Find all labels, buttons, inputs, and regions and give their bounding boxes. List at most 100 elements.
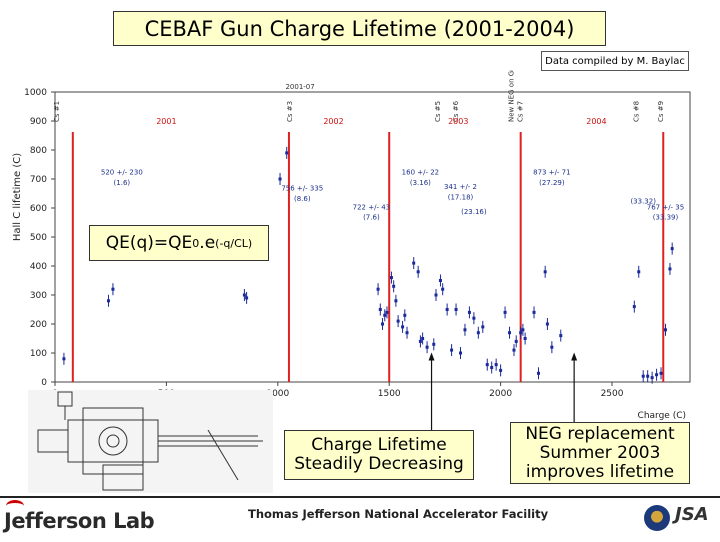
event-label: Cs #9: [657, 101, 665, 122]
data-point: [434, 293, 438, 297]
y-tick-label: 200: [30, 320, 47, 330]
fit-annotation: (17.18): [448, 193, 474, 201]
data-point: [536, 371, 540, 375]
data-point: [559, 334, 563, 338]
event-label: Cs #7: [516, 101, 524, 122]
y-tick-label: 600: [30, 204, 47, 214]
y-tick-label: 1000: [24, 88, 47, 98]
fit-annotation: 722 +/- 43: [353, 203, 390, 211]
data-point: [376, 287, 380, 291]
data-point: [401, 325, 405, 329]
x-tick-label: 1000: [266, 389, 289, 399]
data-point: [418, 339, 422, 343]
fit-annotation: 520 +/- 230: [101, 169, 143, 177]
data-point: [432, 342, 436, 346]
data-point: [106, 299, 110, 303]
callout-right-arrowhead: [571, 352, 578, 361]
year-label: 2003: [448, 117, 468, 126]
jlab-logo: Jefferson Lab: [4, 509, 155, 533]
callout-left-arrowhead: [428, 352, 435, 361]
data-point: [242, 293, 246, 297]
data-point: [476, 331, 480, 335]
data-point: [378, 308, 382, 311]
data-point: [438, 279, 442, 282]
fit-annotation: (23.16): [461, 208, 487, 216]
data-point: [637, 270, 641, 274]
data-point: [245, 296, 249, 300]
data-point: [532, 310, 536, 314]
data-point: [285, 151, 289, 155]
callout-right-line3: improves lifetime: [525, 461, 675, 482]
fit-annotation: 756 +/- 335: [281, 185, 323, 193]
y-tick-label: 700: [30, 175, 47, 185]
y-tick-label: 800: [30, 146, 47, 156]
data-point: [459, 351, 463, 355]
event-label: Cs #6: [452, 100, 460, 122]
data-point: [278, 177, 282, 181]
gun-drawing: [28, 390, 273, 493]
data-point: [523, 337, 527, 340]
event-label: Cs #1: [53, 101, 61, 122]
data-point: [543, 270, 547, 274]
data-point: [490, 366, 494, 369]
data-point: [519, 331, 523, 335]
data-point: [421, 337, 425, 340]
year-label: 2004: [586, 117, 606, 126]
data-point: [512, 348, 516, 352]
callout-neg-replacement: NEG replacement Summer 2003 improves lif…: [510, 422, 690, 484]
event-label: Cs #5: [434, 101, 442, 122]
y-axis-label: Hall C lifetime (C): [12, 153, 23, 241]
data-point: [445, 308, 449, 311]
data-point: [668, 267, 672, 271]
data-point: [467, 310, 471, 314]
data-point: [394, 299, 398, 303]
formula-main: QE(q)=QE: [105, 233, 193, 253]
data-point: [545, 322, 549, 326]
facility-name: Thomas Jefferson National Accelerator Fa…: [248, 507, 549, 521]
footer-bar: [0, 496, 720, 542]
formula-sup: (-q/CL): [215, 236, 253, 250]
page-title: CEBAF Gun Charge Lifetime (2001-2004): [113, 11, 606, 46]
data-point: [646, 374, 650, 378]
data-point: [403, 313, 407, 317]
data-point: [659, 371, 663, 375]
data-point: [494, 363, 498, 367]
data-point: [383, 313, 387, 317]
y-tick-label: 300: [30, 291, 47, 301]
data-point: [412, 261, 416, 265]
callout-charge-lifetime: Charge Lifetime Steadily Decreasing: [284, 430, 474, 480]
y-tick-label: 500: [30, 233, 47, 243]
data-point: [499, 368, 503, 372]
callout-left-line2: Steadily Decreasing: [294, 454, 464, 474]
x-tick-label: 1500: [378, 389, 401, 399]
jlab-logo-icon: [6, 500, 24, 512]
data-point: [663, 328, 667, 332]
data-point: [632, 305, 636, 309]
formula-sub: 0: [192, 236, 200, 250]
jsa-logo: JSA: [675, 504, 709, 525]
data-point: [655, 373, 659, 377]
data-point: [550, 345, 554, 349]
data-point: [389, 276, 393, 280]
fit-annotation: 873 +/- 71: [533, 169, 570, 177]
event-label: Cs #3: [286, 101, 294, 122]
data-point: [385, 310, 389, 314]
fit-annotation: (27.29): [539, 179, 565, 187]
data-point: [425, 345, 429, 349]
callout-right-line1: NEG replacement: [525, 423, 675, 444]
data-point: [405, 331, 409, 335]
event-label: New NEG on Gun 3: [508, 70, 516, 122]
data-point: [441, 287, 445, 291]
fit-annotation: 160 +/- 22: [402, 169, 439, 177]
data-point: [650, 376, 654, 380]
fit-annotation: (1.6): [114, 179, 131, 187]
year-label: 2001: [156, 117, 176, 126]
fit-annotation: (3.16): [410, 179, 431, 187]
callout-right-line2: Summer 2003: [539, 442, 661, 463]
data-point: [392, 284, 396, 288]
y-tick-label: 900: [30, 117, 47, 127]
data-point: [396, 319, 400, 323]
event-label: Cs #8: [632, 101, 640, 122]
data-point: [62, 357, 66, 361]
